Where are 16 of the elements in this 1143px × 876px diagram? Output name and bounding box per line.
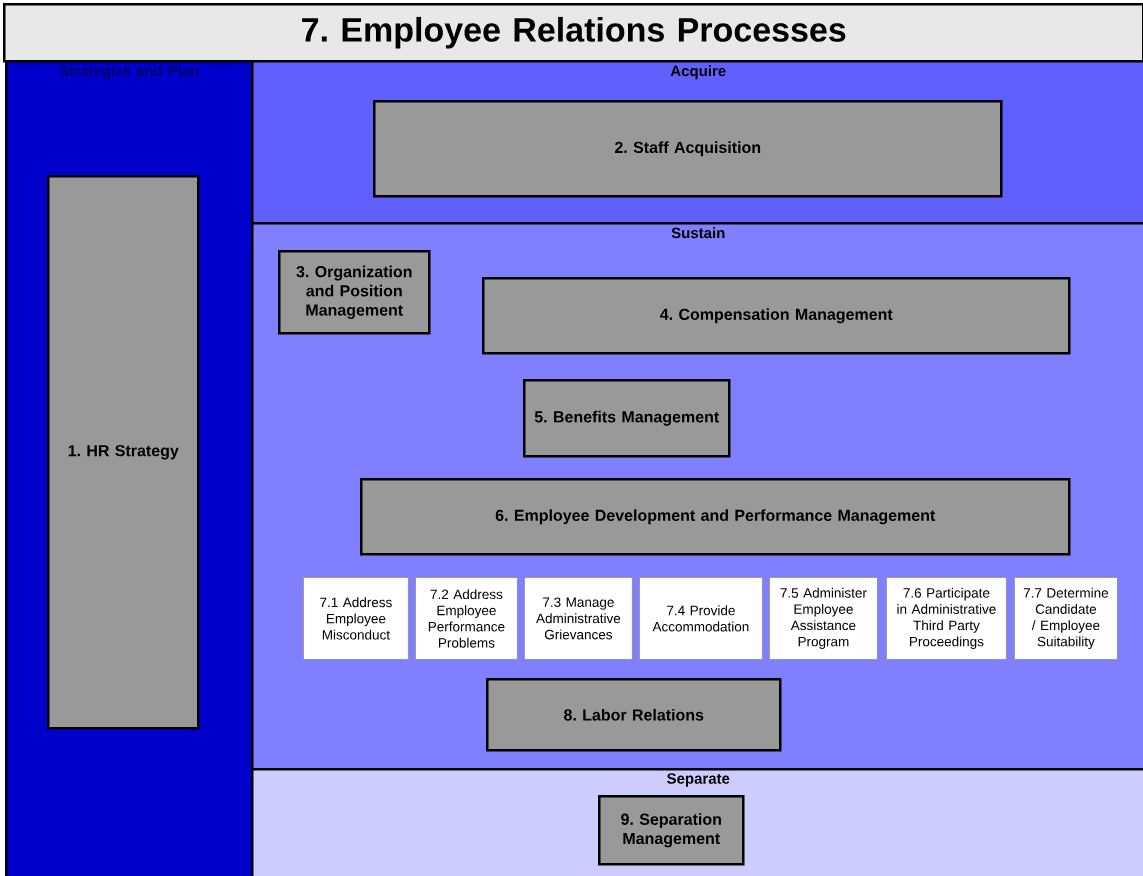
process-box: 8. Labor Relations xyxy=(486,678,782,752)
subprocess-box: 7.1 Address Employee Misconduct xyxy=(303,577,409,660)
process-box: 3. Organization and Position Management xyxy=(278,250,431,335)
subprocess-box: 7.3 Manage Administrative Grievances xyxy=(524,577,633,660)
subprocess-box: 7.2 Address Employee Performance Problems xyxy=(415,577,518,660)
subprocess-box: 7.7 Determine Candidate / Employee Suitability xyxy=(1014,577,1118,660)
process-box: 2. Staff Acquisition xyxy=(373,100,1003,198)
subprocess-box: 7.6 Participate in Administrative Third Party Proceedings xyxy=(886,577,1007,660)
process-box: 5. Benefits Management xyxy=(523,379,731,458)
subprocess-box: 7.5 Administer Employee Assistance Program xyxy=(769,577,878,660)
process-box: 1. HR Strategy xyxy=(47,175,200,730)
subprocess-box: 7.4 Provide Accommodation xyxy=(639,577,763,660)
process-box: 4. Compensation Management xyxy=(482,277,1071,355)
title-band: 7. Employee Relations Processes xyxy=(3,3,1143,63)
process-box: 6. Employee Development and Performance Management xyxy=(360,478,1071,556)
process-box: 9. Separation Management xyxy=(598,795,745,866)
